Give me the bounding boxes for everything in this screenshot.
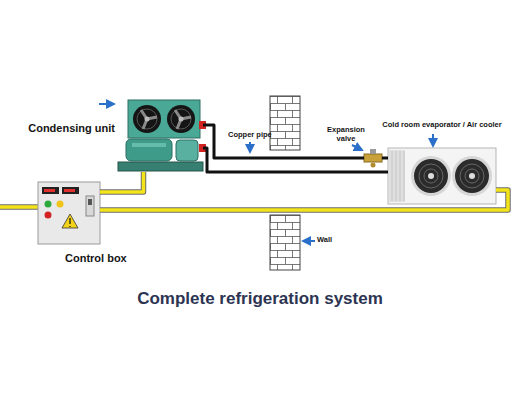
- condensing-unit-art: [176, 140, 198, 161]
- node-label: Expansion valve: [322, 126, 370, 143]
- wire-outline: [100, 190, 508, 210]
- control-box-art: [57, 201, 64, 208]
- expansion-valve: Expansion valve: [364, 149, 382, 167]
- wire-outline: [100, 172, 144, 192]
- condensing-unit-art: [132, 143, 166, 147]
- air-cooler-art: [414, 159, 448, 193]
- pipe-label: Copper pipe: [228, 131, 272, 140]
- air-cooler-art: [392, 151, 404, 201]
- expansion-valve-art: [370, 149, 376, 154]
- condensing-unit-art: [145, 117, 150, 122]
- control-box-art: [64, 189, 75, 192]
- expansion-valve-art: [364, 149, 382, 168]
- condensing-unit-art: [179, 117, 184, 122]
- condensing-unit-art: [118, 100, 206, 171]
- condensing-unit-art: [175, 110, 191, 129]
- air-cooler-art: [460, 164, 484, 188]
- condensing-unit-art: [171, 109, 191, 129]
- pointer-arrow: [352, 145, 362, 150]
- control-box-art: [62, 187, 79, 194]
- pointer-arrow: [99, 103, 114, 105]
- air-cooler: Cold room evaporator / Air cooler: [388, 148, 496, 204]
- power-wire: [0, 205, 38, 209]
- air-cooler-art: [388, 148, 496, 204]
- wall-label: Wall: [317, 236, 332, 245]
- expansion-valve-art: [364, 154, 382, 162]
- condensing-unit-art: [118, 162, 203, 171]
- pointer-arrow: [432, 134, 434, 146]
- power-wire: [0, 207, 38, 208]
- air-cooler-art: [452, 156, 492, 196]
- power-wire: [100, 172, 144, 192]
- power-wire: [0, 204, 38, 210]
- pointer-arrow: [249, 142, 251, 152]
- control-box-art: [88, 199, 92, 205]
- air-cooler-art: [465, 169, 479, 183]
- control-box-art: [45, 212, 52, 219]
- node-label: Control box: [65, 252, 127, 265]
- control-box-art: [38, 182, 100, 244]
- copper-pipe: [382, 157, 388, 160]
- wall: [270, 96, 300, 270]
- condensing-unit: Condensing unit: [118, 100, 203, 172]
- condensing-unit-art: [128, 100, 200, 138]
- control-box-art: [42, 187, 59, 194]
- control-box-art: [38, 182, 100, 244]
- control-box-art: [86, 196, 94, 216]
- wall: [270, 215, 300, 270]
- control-box: Control box: [38, 182, 100, 244]
- condensing-unit-art: [133, 105, 161, 133]
- condensing-unit-art: [126, 139, 172, 161]
- control-box-art: [44, 189, 55, 192]
- wall: [270, 96, 300, 150]
- control-box-art: [69, 218, 70, 227]
- air-cooler-art: [389, 150, 405, 202]
- air-cooler-art: [424, 169, 438, 183]
- power-wire: [100, 190, 508, 210]
- air-cooler-art: [469, 173, 475, 179]
- air-cooler-art: [419, 164, 443, 188]
- copper-pipe: [203, 148, 388, 172]
- node-label: Cold room evaporator / Air cooler: [382, 121, 501, 130]
- diagram-title: Complete refrigeration system: [0, 289, 520, 309]
- air-cooler-art: [428, 173, 434, 179]
- condensing-unit-art: [137, 109, 157, 129]
- air-cooler-art: [411, 156, 451, 196]
- air-cooler-art: [455, 159, 489, 193]
- expansion-valve-art: [371, 163, 376, 168]
- control-box-art: [45, 201, 52, 208]
- air-cooler-art: [388, 148, 496, 204]
- pointer-arrow: [303, 240, 315, 242]
- node-label: Condensing unit: [28, 122, 115, 135]
- control-box-art: [62, 214, 78, 228]
- condensing-unit-art: [167, 105, 195, 133]
- condensing-unit-art: [141, 110, 157, 129]
